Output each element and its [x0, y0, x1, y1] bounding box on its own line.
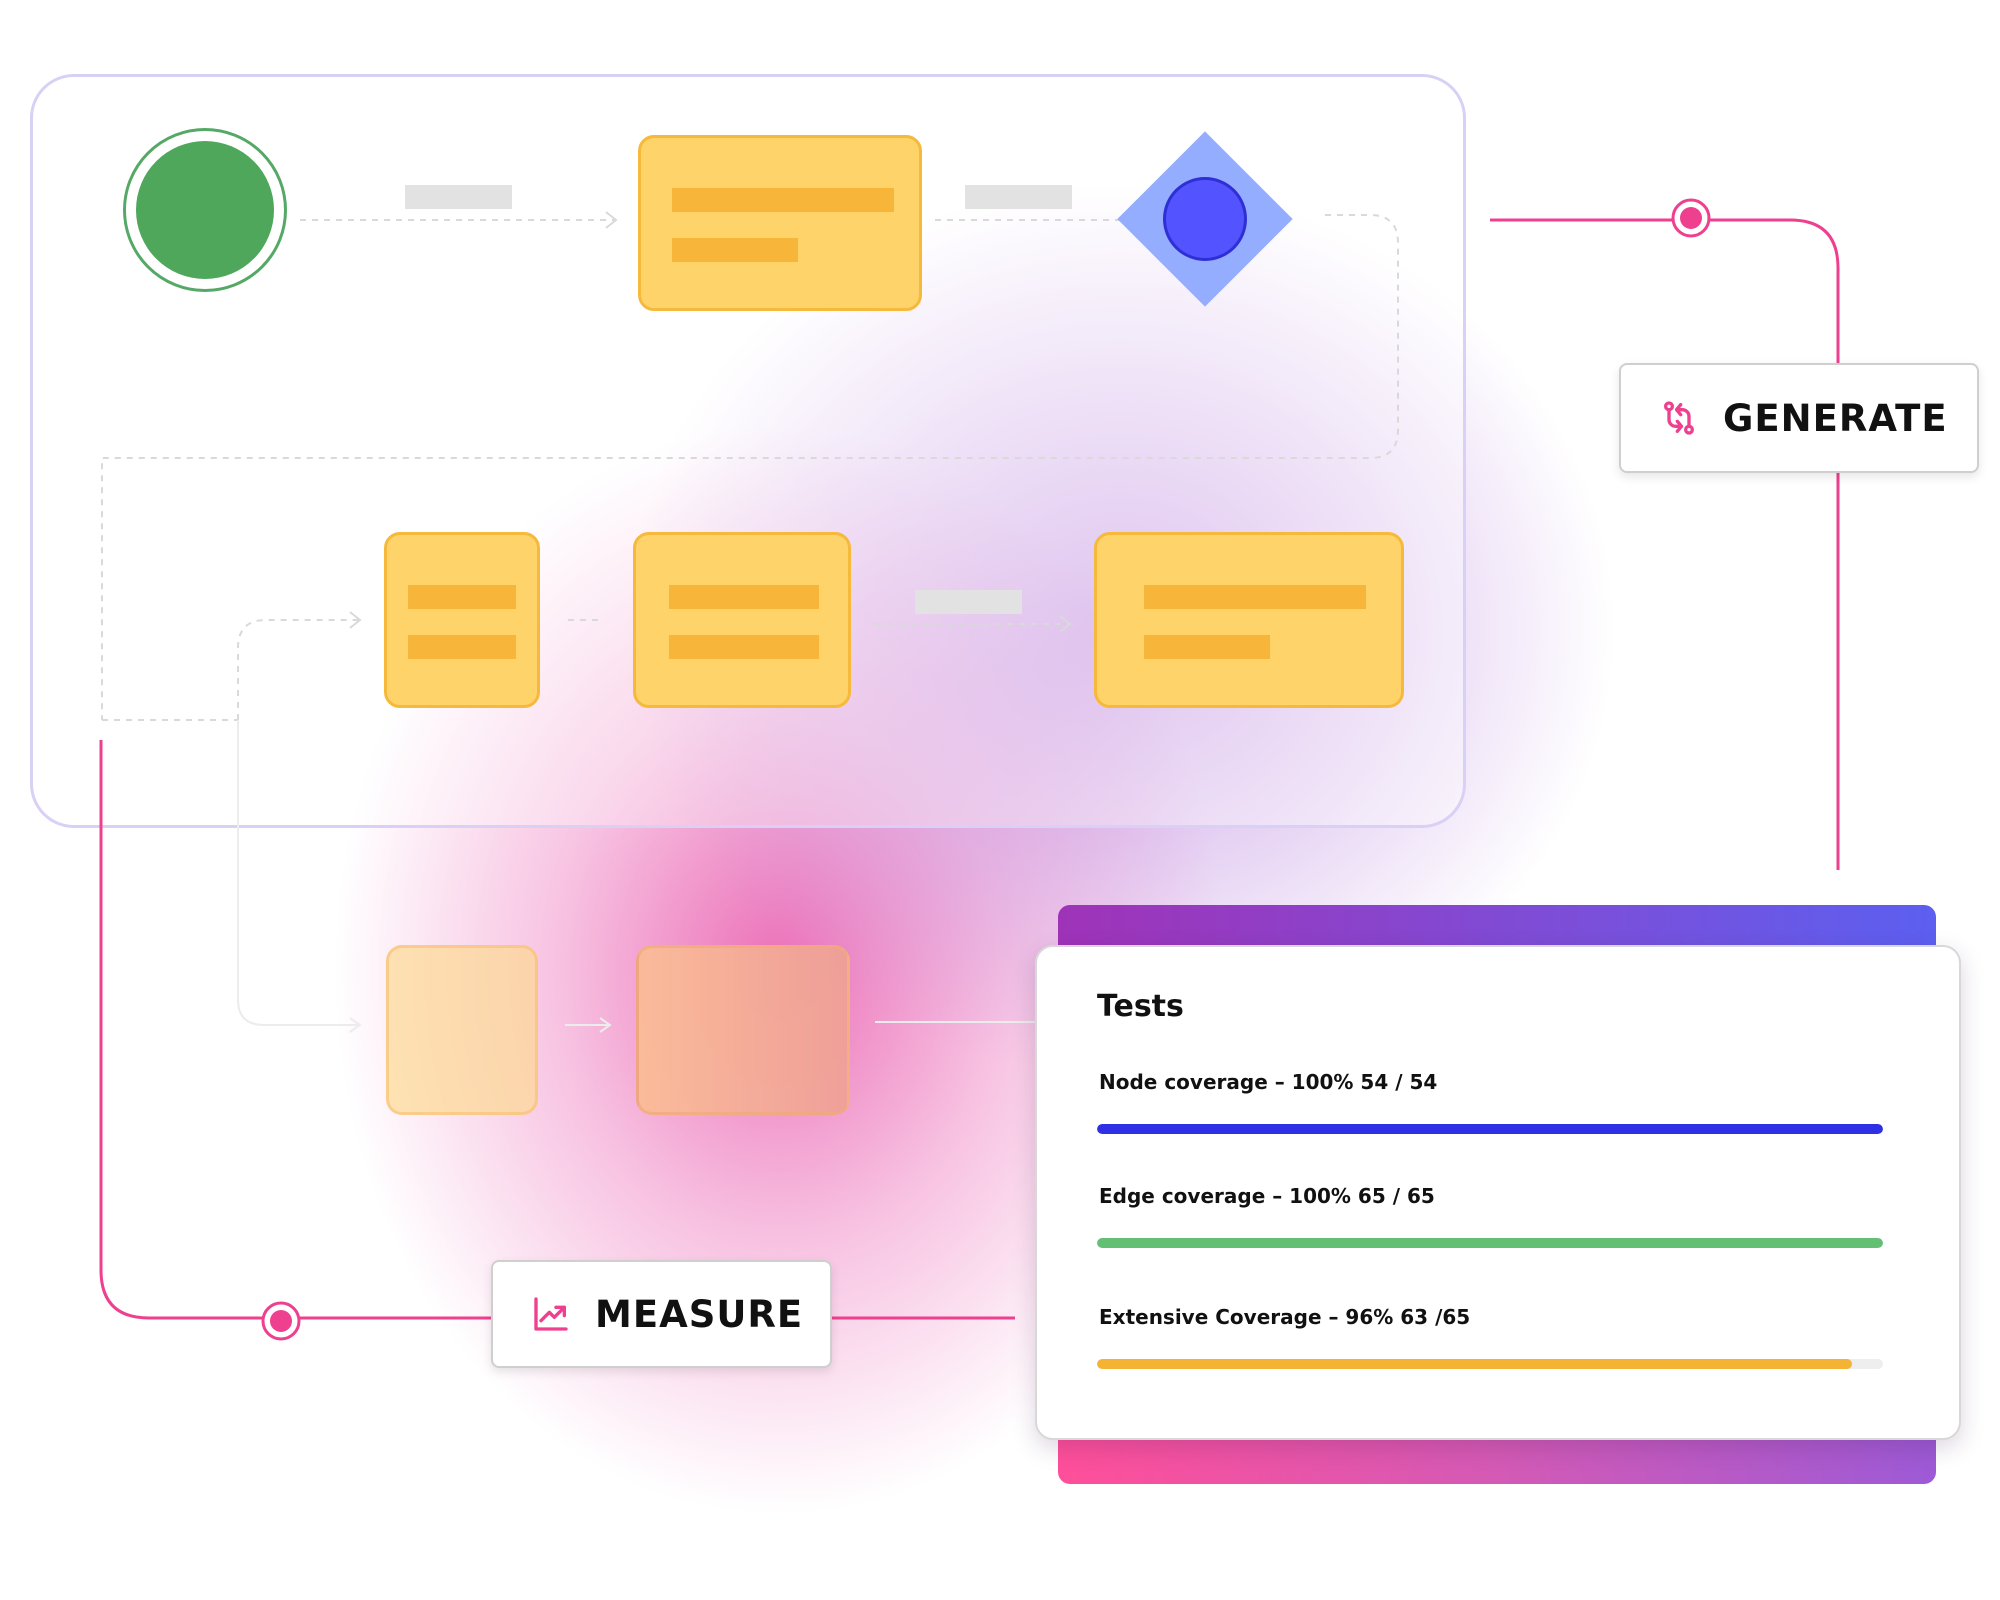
faded-flows: [237, 720, 1035, 1033]
pink-connectors: [99, 218, 1840, 1320]
task-text-placeholder: [1144, 585, 1366, 609]
task-row3-1: [386, 945, 538, 1115]
edge-coverage-label: Edge coverage – 100% 65 / 65: [1099, 1184, 1435, 1208]
measure-connector: [99, 740, 1015, 1320]
trending-up-icon: [534, 1297, 568, 1331]
task-text-placeholder: [672, 238, 798, 262]
node-coverage-bar: [1097, 1124, 1883, 1134]
extensive-coverage-bar: [1097, 1359, 1883, 1369]
task-text-placeholder: [672, 188, 894, 212]
node-coverage-bar-fill: [1097, 1124, 1883, 1134]
extensive-coverage-label: Extensive Coverage – 96% 63 /65: [1099, 1305, 1471, 1329]
task-row2-2: [633, 532, 851, 708]
flow-label-placeholder: [405, 185, 512, 209]
edge-coverage-bar: [1097, 1238, 1883, 1248]
generate-connector: [1490, 218, 1840, 870]
extensive-coverage-bar-fill: [1097, 1359, 1852, 1369]
task-text-placeholder: [408, 585, 516, 609]
flow-label-placeholder: [965, 185, 1072, 209]
task-text-placeholder: [669, 585, 819, 609]
sequence-flows: [101, 211, 1399, 721]
gateway-event-dot: [1163, 177, 1247, 261]
measure-button-label: MEASURE: [595, 1292, 804, 1336]
task-row3-2: [636, 945, 850, 1115]
git-compare-icon: [1664, 401, 1694, 435]
task-text-placeholder: [669, 635, 819, 659]
task-row2-3: [1094, 532, 1404, 708]
flow-label-placeholder: [915, 590, 1022, 614]
generate-button-label: GENERATE: [1723, 396, 1948, 440]
start-event-fill: [136, 141, 274, 279]
connector-nodes: [261, 198, 1711, 1341]
flow-to-row2-task1: [237, 619, 360, 720]
node-coverage-label: Node coverage – 100% 54 / 54: [1099, 1070, 1438, 1094]
measure-button[interactable]: MEASURE: [491, 1260, 832, 1368]
edge-coverage-bar-fill: [1097, 1238, 1883, 1248]
generate-button[interactable]: GENERATE: [1619, 363, 1979, 473]
task-text-placeholder: [408, 635, 516, 659]
start-event: [123, 128, 287, 292]
task-row2-1: [384, 532, 540, 708]
flow-to-row3: [237, 720, 360, 1026]
flow-gateway-return: [101, 214, 1399, 720]
tests-card-title: Tests: [1097, 989, 1184, 1024]
tests-card: Tests Node coverage – 100% 54 / 54 Edge …: [1035, 945, 1961, 1440]
task-text-placeholder: [1144, 635, 1270, 659]
task-row1: [638, 135, 922, 311]
